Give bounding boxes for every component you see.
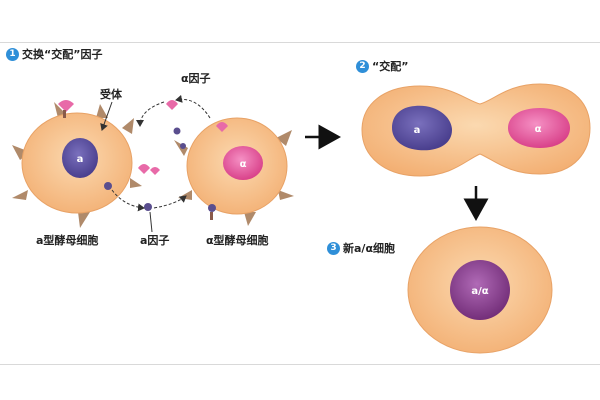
free-a-factor-icon — [173, 127, 181, 135]
alpha-factor-label: α因子 — [181, 72, 211, 85]
step-3-heading: 3 新a/α细胞 — [327, 240, 395, 256]
step-1-heading: 1 交换“交配”因子 — [6, 46, 102, 62]
a-factor-bound-icon — [208, 204, 216, 212]
mating-alpha-nucleus-label: α — [535, 124, 542, 135]
step-2-heading: 2 “交配” — [356, 58, 408, 74]
a-factor-arrow — [153, 195, 187, 209]
mating-a-nucleus-label: a — [414, 125, 421, 136]
a-nucleus — [62, 138, 98, 178]
a-cell-label: a型酵母细胞 — [36, 234, 99, 247]
alpha-factor-icon — [216, 122, 228, 132]
bottom-divider — [0, 364, 600, 365]
free-a-factor-icon — [180, 143, 186, 149]
alpha-type-cell: α — [174, 117, 294, 226]
step-2-badge: 2 — [356, 59, 369, 73]
diploid-cell: a/α — [407, 226, 553, 354]
a-factor-pointer — [149, 211, 153, 233]
a-type-cell: a — [12, 100, 150, 228]
a-cell-receptors — [12, 102, 142, 228]
alpha-factor-arrow — [136, 101, 165, 127]
mating-a-nucleus — [392, 105, 452, 151]
alpha-factor-arrow — [175, 94, 211, 119]
alpha-nucleus — [223, 146, 263, 180]
free-alpha-factor-icon — [150, 167, 160, 175]
free-a-factor-icon — [144, 203, 152, 211]
free-alpha-factor-icon — [166, 100, 178, 110]
step-2-text: “交配” — [372, 60, 409, 73]
receptor-pointer — [100, 101, 113, 131]
mating-cell: a α — [361, 83, 591, 177]
step-3-badge: 3 — [327, 241, 340, 255]
a-factor-dot-icon — [104, 182, 112, 190]
diploid-nucleus — [450, 260, 510, 320]
alpha-cell-label: α型酵母细胞 — [206, 234, 269, 247]
alpha-nucleus-label: α — [240, 159, 247, 170]
a-nucleus-label: a — [77, 154, 84, 165]
alpha-factor-bound-icon — [138, 164, 150, 174]
step-1-text: 交换“交配”因子 — [22, 48, 103, 61]
diploid-nucleus-label: a/α — [471, 286, 488, 297]
top-divider — [0, 42, 600, 43]
step-3-text: 新a/α细胞 — [343, 242, 395, 255]
a-factor-label: a因子 — [140, 234, 170, 247]
receptor-label: 受体 — [100, 88, 122, 101]
alpha-factor-bound-icon — [58, 100, 74, 112]
mating-alpha-nucleus — [508, 108, 570, 148]
step-1-badge: 1 — [6, 47, 19, 61]
